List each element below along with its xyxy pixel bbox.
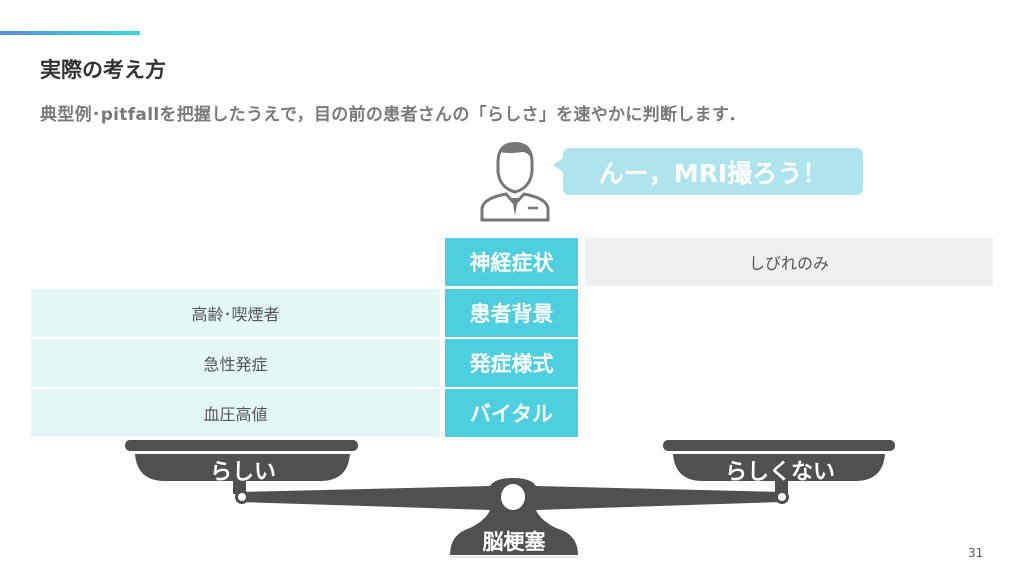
- doctor-icon: [480, 142, 550, 222]
- pan-label-likely: らしい: [209, 460, 276, 485]
- page-title: 実際の考え方: [40, 58, 166, 82]
- page-subtitle: 典型例･pitfallを把握したうえで，目の前の患者さんの「らしさ」を速やかに判…: [40, 105, 746, 125]
- category-onset: 発症様式: [445, 339, 578, 387]
- page-number: 31: [968, 546, 984, 560]
- category-background: 患者背景: [445, 289, 578, 337]
- base-label-stroke: 脳梗塞: [482, 530, 546, 554]
- speech-bubble: んー，MRI撮ろう！: [553, 148, 863, 195]
- pan-label-unlikely: らしくない: [724, 460, 835, 485]
- likely-cell-background: 高齢･喫煙者: [31, 289, 440, 337]
- accent-bar: [0, 31, 140, 35]
- category-vital: バイタル: [445, 389, 578, 437]
- likely-cell-onset: 急性発症: [31, 339, 440, 387]
- likely-cell-vital: 血圧高値: [31, 389, 440, 437]
- category-neuro: 神経症状: [445, 238, 578, 286]
- unlikely-cell-neuro: しびれのみ: [585, 238, 993, 286]
